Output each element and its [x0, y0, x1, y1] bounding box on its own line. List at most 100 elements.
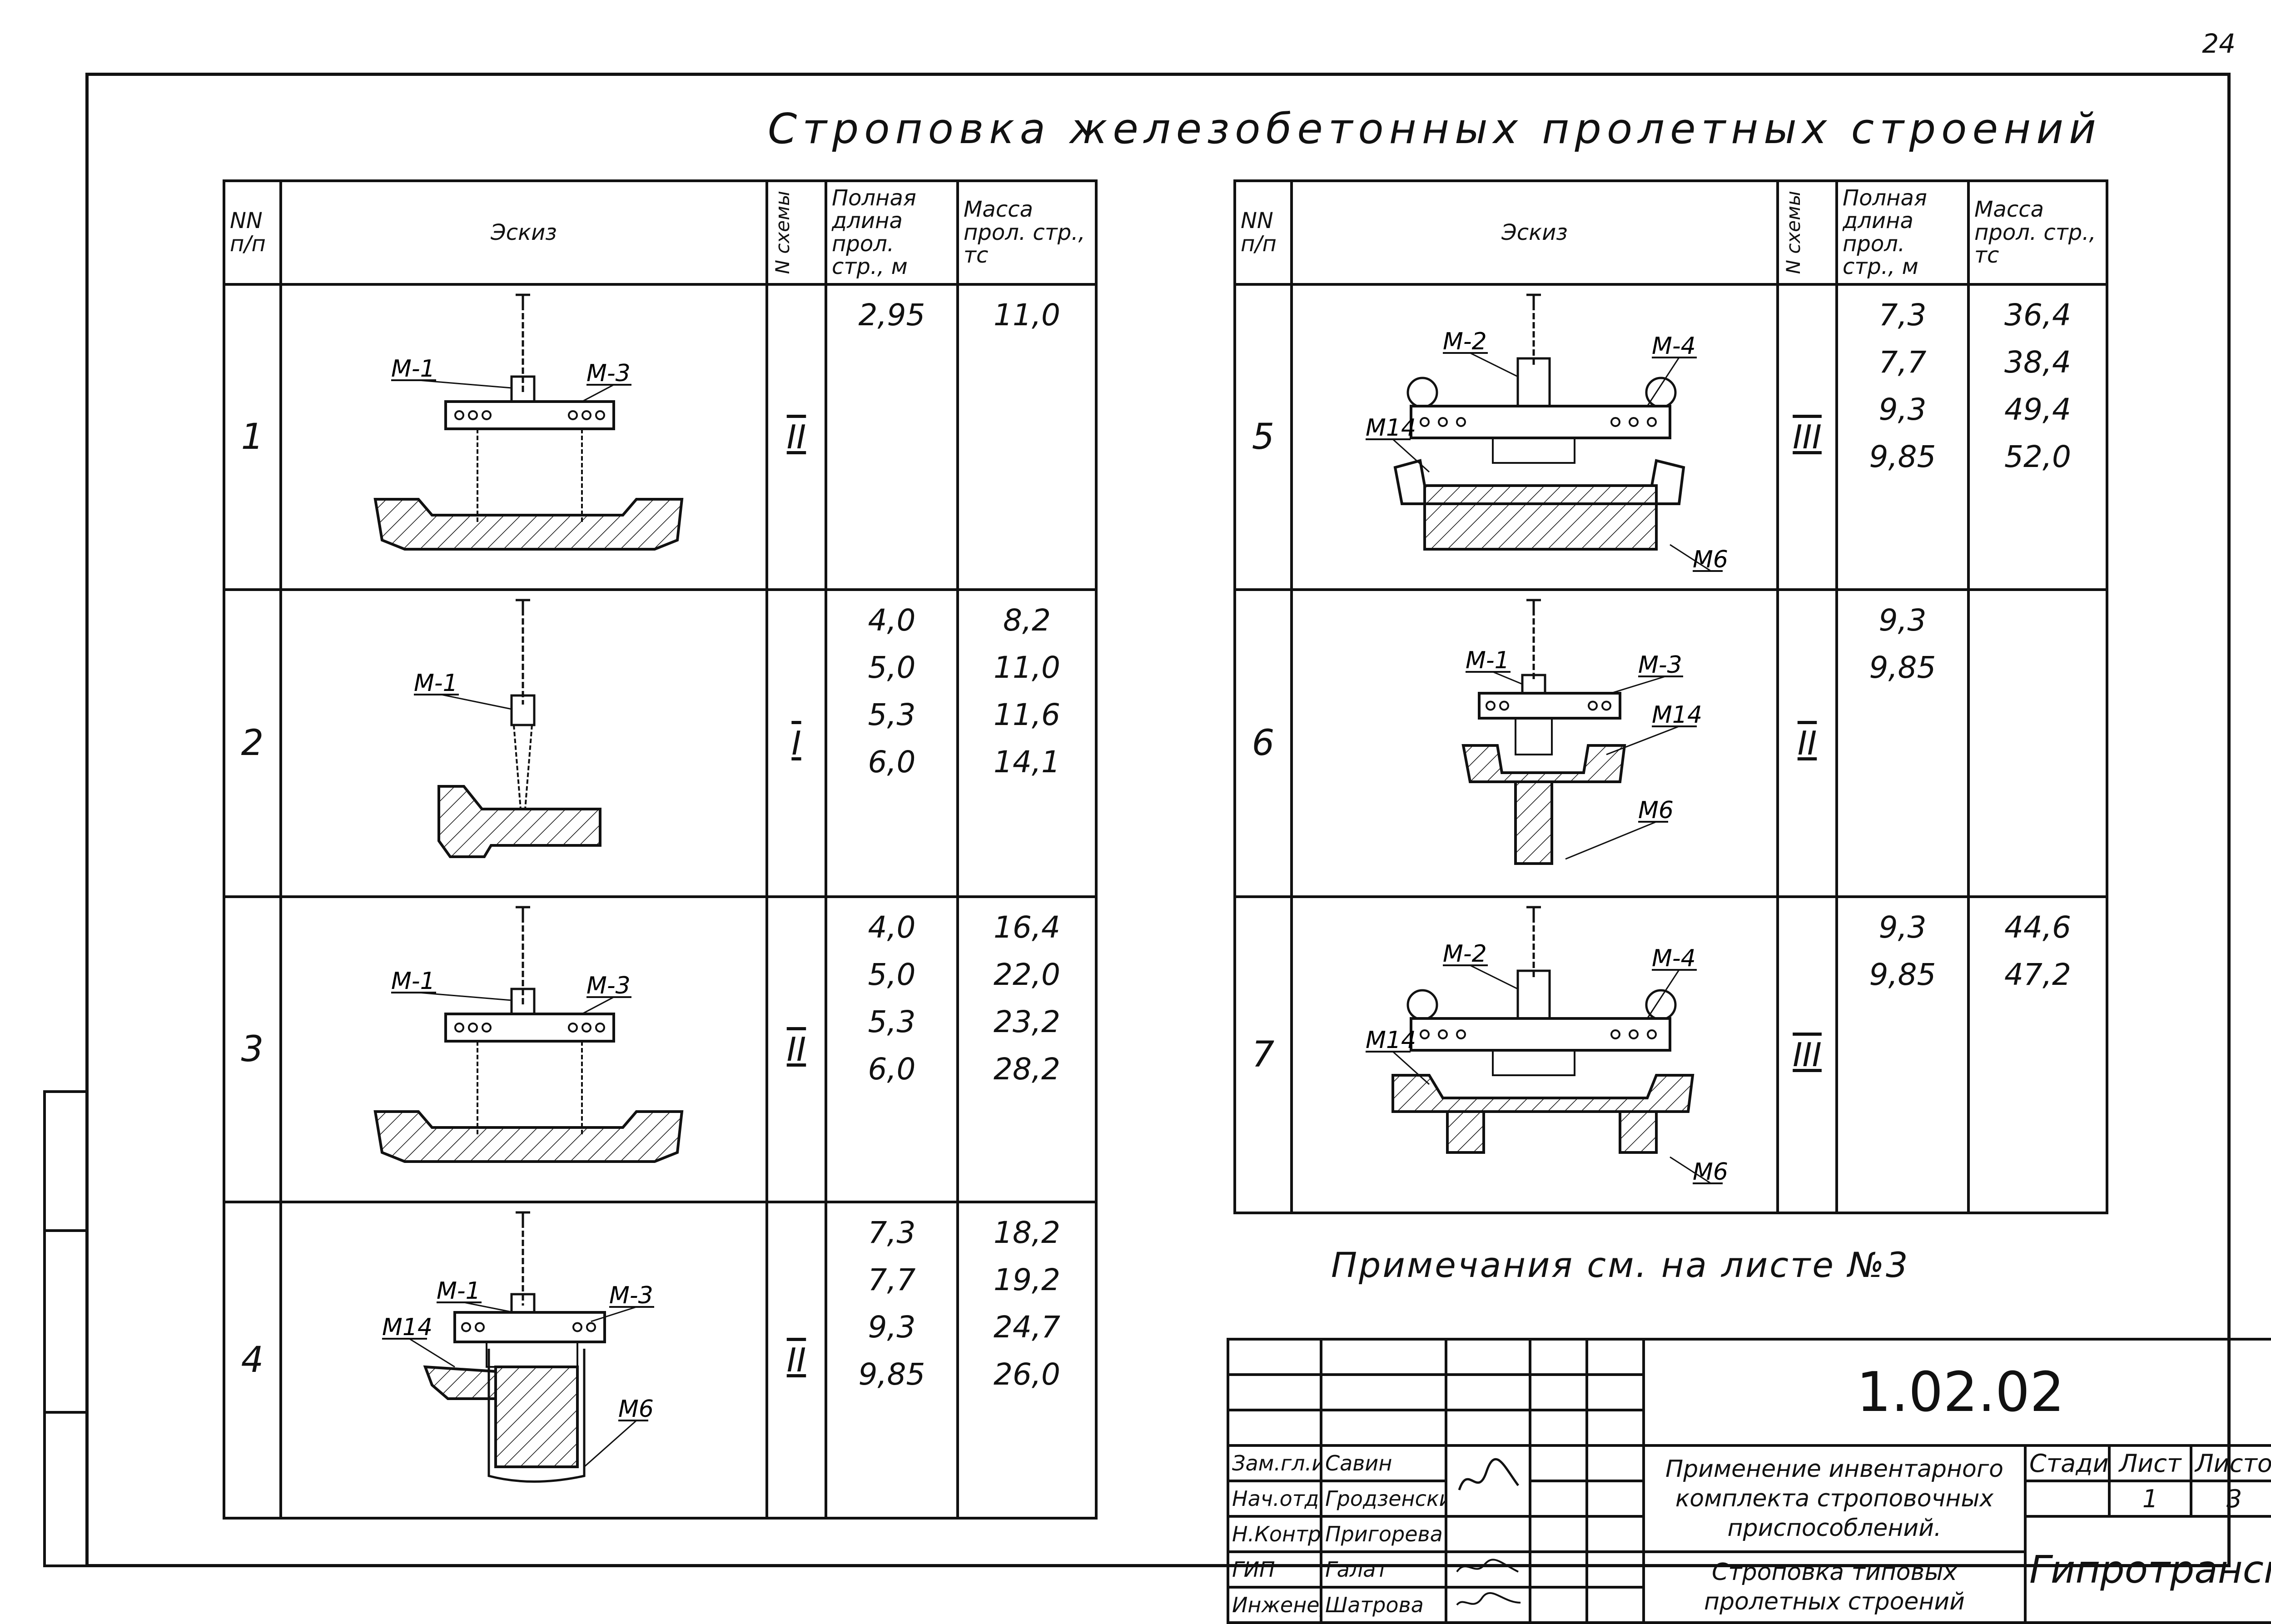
- signature-3: [1445, 1550, 1531, 1589]
- mass-value: 52,0: [2004, 439, 2071, 474]
- left-table: NN п/п Эскиз N схемы Полная длина прол. …: [223, 179, 1098, 1520]
- sketch-label: M-2: [1443, 940, 1487, 968]
- row-number: 3: [223, 895, 282, 1203]
- sketch-label: M-2: [1443, 328, 1487, 355]
- sketch-label: M14: [1366, 1027, 1416, 1054]
- schema-cell: III: [1776, 895, 1838, 1214]
- mass-value: 11,0: [994, 297, 1060, 333]
- row-number: 7: [1233, 895, 1293, 1214]
- header-sketch: Эскиз: [279, 179, 768, 286]
- header-num: NN п/п: [223, 179, 282, 286]
- mass-cell: [1967, 588, 2108, 898]
- sketch-label: M-1: [437, 1277, 481, 1305]
- sketch-label: M-3: [1638, 651, 1682, 679]
- sketch-label: M-3: [586, 360, 631, 387]
- sketch-cell: M-1: [279, 588, 768, 898]
- length-value: 7,3: [868, 1215, 916, 1250]
- mass-value: 38,4: [2004, 344, 2071, 380]
- header-num: NN п/п: [1233, 179, 1293, 286]
- sketch-cell: M-1 M-3: [279, 895, 768, 1203]
- header-mass: Масса прол. стр., тс: [956, 179, 1098, 286]
- role-4: Инженер: [1227, 1586, 1322, 1624]
- length-value: 9,3: [1878, 392, 1927, 427]
- header-length: Полная длина прол. стр., м: [825, 179, 959, 286]
- length-value: 9,3: [868, 1309, 916, 1345]
- mass-value: 44,6: [2004, 909, 2071, 945]
- sketch-cell: M-1 M-3: [279, 283, 768, 591]
- length-value: 7,7: [868, 1262, 916, 1297]
- side-strip: [43, 1090, 85, 1567]
- sketch-cell: M-2 M-4 M14 M6: [1290, 895, 1779, 1214]
- mass-value: 8,2: [1003, 602, 1051, 638]
- schema-number: II: [1797, 724, 1817, 762]
- mass-value: 47,2: [2004, 957, 2071, 992]
- row-number: 5: [1233, 283, 1293, 591]
- mass-value: 19,2: [994, 1262, 1060, 1297]
- schema-cell: III: [1776, 283, 1838, 591]
- table-row: 1 M-1 M-3 II 2,95 11,0: [223, 283, 1098, 591]
- sketch-label: M-1: [414, 670, 458, 697]
- role-2: Н.Контр.: [1227, 1515, 1322, 1553]
- signature-4: [1445, 1586, 1531, 1624]
- schema-cell: II: [765, 1200, 827, 1520]
- length-cell: 2,95: [825, 283, 959, 591]
- length-value: 6,0: [868, 1051, 916, 1087]
- title-block: 1.02.02 Зам.гл.инж. Савин Применение инв…: [1227, 1338, 2271, 1624]
- sketch-cell: M-1 M-3 M14 M6: [1290, 588, 1779, 898]
- sketch-label: M-4: [1652, 945, 1696, 972]
- schema-number: II: [786, 417, 806, 456]
- mass-value: 22,0: [994, 957, 1060, 992]
- doc-code: 1.02.02: [1642, 1338, 2271, 1447]
- length-value: 9,85: [858, 1356, 925, 1392]
- mass-value: 26,0: [994, 1356, 1060, 1392]
- length-cell: 7,3 7,7 9,3 9,85: [825, 1200, 959, 1520]
- mass-cell: 44,6 47,2: [1967, 895, 2108, 1214]
- mass-value: 11,6: [994, 697, 1060, 732]
- sketch-label: M-3: [609, 1282, 653, 1309]
- table-header: NN п/п Эскиз N схемы Полная длина прол. …: [223, 179, 1098, 286]
- stage-label: Стадия: [2024, 1444, 2111, 1482]
- signature-0: [1445, 1444, 1531, 1518]
- sketch-label: M6: [618, 1396, 654, 1423]
- length-value: 9,3: [1878, 909, 1927, 945]
- length-value: 7,3: [1878, 297, 1927, 333]
- row-number: 6: [1233, 588, 1293, 898]
- name-0: Савин: [1320, 1444, 1447, 1482]
- sketch-label: M6: [1693, 546, 1728, 573]
- organization: Гипротрансмост: [2023, 1515, 2271, 1624]
- header-schema: N схемы: [1782, 191, 1804, 274]
- mass-value: 16,4: [994, 909, 1060, 945]
- mass-cell: 11,0: [956, 283, 1098, 591]
- length-value: 4,0: [868, 602, 916, 638]
- sketch-label: M-1: [391, 355, 435, 382]
- mass-value: 14,1: [994, 744, 1060, 780]
- mass-value: 28,2: [994, 1051, 1060, 1087]
- sketch-label: M14: [382, 1314, 432, 1341]
- length-value: 6,0: [868, 744, 916, 780]
- mass-value: 24,7: [994, 1309, 1060, 1345]
- schema-number: I: [791, 724, 801, 762]
- length-value: 5,3: [868, 1004, 916, 1039]
- length-value: 7,7: [1878, 344, 1927, 380]
- header-length: Полная длина прол. стр., м: [1835, 179, 1970, 286]
- row-number: 2: [223, 588, 282, 898]
- sketch-label: M14: [1652, 701, 1702, 729]
- header-sketch: Эскиз: [1290, 179, 1779, 286]
- sketch-cell: M-1 M-3 M14 M6: [279, 1200, 768, 1520]
- schema-number: II: [786, 1341, 806, 1379]
- role-1: Нач.отд.: [1227, 1480, 1322, 1518]
- length-value: 5,0: [868, 957, 916, 992]
- row-number: 1: [223, 283, 282, 591]
- sheet-number: 1: [2108, 1480, 2192, 1518]
- sketch-label: M14: [1366, 414, 1416, 442]
